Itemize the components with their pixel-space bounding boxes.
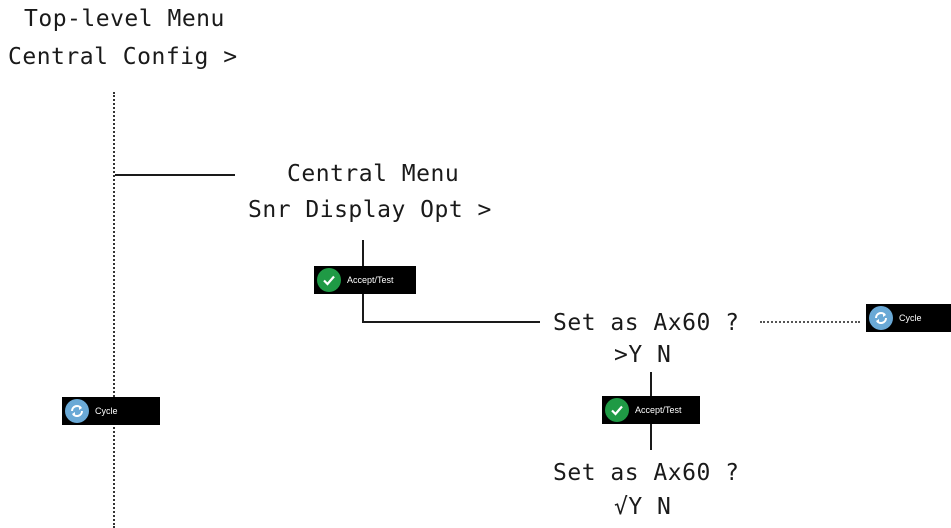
cycle-label: Cycle xyxy=(95,406,118,416)
prompt-1-question: Set as Ax60 ? xyxy=(553,310,740,336)
cycle-dotted-connector xyxy=(760,321,860,323)
accept-test-button-2[interactable]: Accept/Test xyxy=(602,396,700,424)
prompt-1-options: >Y N xyxy=(614,342,672,368)
accept-test-button-1[interactable]: Accept/Test xyxy=(314,266,416,294)
refresh-icon xyxy=(869,306,893,330)
prompt-2-options: √Y N xyxy=(614,494,672,520)
branch-connector xyxy=(115,174,235,176)
cycle-label: Cycle xyxy=(899,313,922,323)
central-menu-option: Snr Display Opt > xyxy=(248,197,492,223)
main-flow-line xyxy=(113,92,115,528)
to-prompt-connector xyxy=(362,321,540,323)
checkmark-icon xyxy=(605,398,629,422)
accept-test-label: Accept/Test xyxy=(635,405,682,415)
cycle-button-left[interactable]: Cycle xyxy=(62,397,160,425)
top-menu-title: Top-level Menu xyxy=(24,6,225,32)
checkmark-icon xyxy=(317,268,341,292)
top-menu-option: Central Config > xyxy=(8,44,238,70)
refresh-icon xyxy=(65,399,89,423)
cycle-button-right[interactable]: Cycle xyxy=(866,304,951,332)
prompt-2-question: Set as Ax60 ? xyxy=(553,460,740,486)
central-menu-title: Central Menu xyxy=(287,161,460,187)
accept-test-label: Accept/Test xyxy=(347,275,394,285)
